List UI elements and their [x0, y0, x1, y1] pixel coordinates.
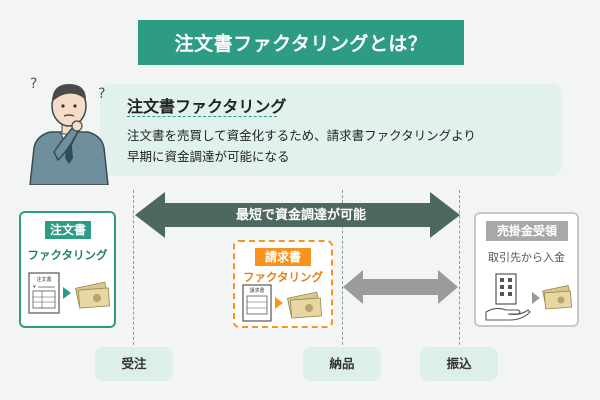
cash-icon — [542, 284, 572, 310]
page-title: 注文書ファクタリングとは？ — [138, 20, 464, 65]
info-panel — [100, 84, 562, 176]
thinking-person-illustration: ? ? — [29, 76, 109, 185]
fast-funding-label: 最短で資金調達が可能 — [235, 208, 366, 223]
timeline-delivery: 納品 — [303, 347, 381, 381]
invoice-factoring-box: 請求書 ファクタリング 請求書 — [233, 240, 333, 328]
heading-underline — [127, 116, 277, 117]
invoice-arrow-icon — [275, 297, 283, 309]
receivable-box-subtitle: 取引先から入金 — [488, 251, 565, 264]
invoice-to-cash-graphic: 請求書 — [242, 284, 323, 322]
invoice-box-heading: 請求書 — [255, 248, 311, 266]
order-arrow-icon — [63, 287, 71, 299]
invoice-document-icon: 請求書 — [242, 284, 272, 322]
guide-line-delivery — [342, 190, 343, 350]
guide-line-order — [133, 190, 134, 350]
question-mark-left: ? — [30, 76, 37, 92]
invoice-doc-label: 請求書 — [249, 287, 264, 294]
receivable-box-heading: 売掛金受領 — [486, 221, 568, 241]
fast-funding-arrow — [135, 192, 460, 238]
info-line-2: 早期に資金調達が可能になる — [127, 149, 290, 164]
payment-graphic — [485, 273, 572, 321]
info-heading: 注文書ファクタリング — [127, 97, 287, 116]
receivable-box: 売掛金受領 取引先から入金 — [474, 212, 579, 327]
order-doc-label: 注文書 — [36, 276, 51, 283]
invoice-to-payment-arrow — [343, 270, 458, 304]
building-icon — [495, 273, 517, 305]
invoice-box-subtitle: ファクタリング — [242, 270, 324, 284]
order-box-subtitle: ファクタリング — [27, 248, 108, 262]
question-mark-right: ? — [98, 86, 105, 102]
payment-arrow-icon — [532, 292, 540, 304]
cash-icon — [74, 281, 111, 309]
timeline-payment: 振込 — [420, 347, 498, 381]
order-factoring-box: 注文書 ファクタリング 注文書 ¥ — [19, 211, 116, 328]
order-to-cash-graphic: 注文書 ¥ — [28, 272, 111, 314]
timeline-order-received: 受注 — [95, 347, 173, 381]
guide-line-payment — [459, 190, 460, 350]
info-description: 注文書を売買して資金化するため、請求書ファクタリングより 早期に資金調達が可能に… — [127, 125, 476, 167]
order-document-icon: 注文書 ¥ — [28, 272, 60, 314]
order-box-heading: 注文書 — [45, 221, 91, 239]
info-line-1: 注文書を売買して資金化するため、請求書ファクタリングより — [127, 128, 476, 143]
cash-icon — [286, 291, 323, 319]
hand-icon — [485, 307, 531, 321]
svg-text:¥: ¥ — [33, 284, 36, 290]
